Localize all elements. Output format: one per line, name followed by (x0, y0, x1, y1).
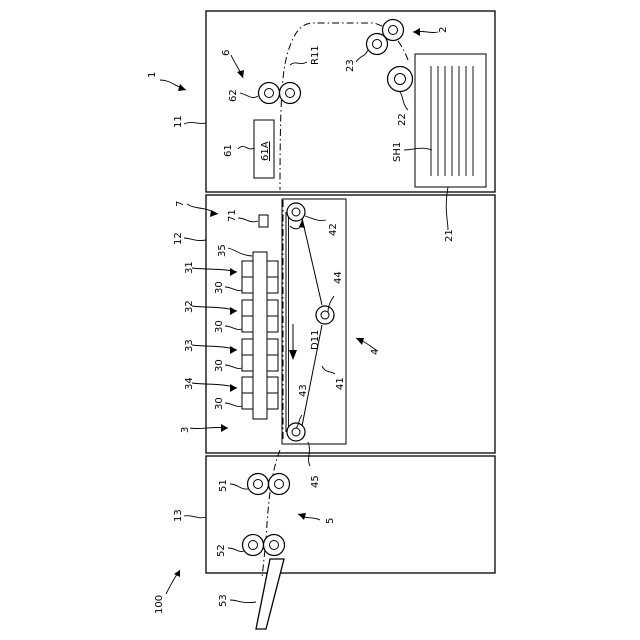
label-13: 13 (173, 509, 184, 522)
pickup-roller-22 (388, 67, 413, 92)
label-30d: 30 (214, 397, 225, 410)
label-71: 71 (227, 209, 238, 222)
label-2: 2 (438, 27, 449, 33)
drive-roller-42 (287, 203, 305, 221)
tension-roller-44 (316, 306, 334, 324)
label-21: 21 (444, 229, 455, 242)
label-45: 45 (310, 475, 321, 488)
label-4: 4 (370, 349, 381, 355)
label-33: 33 (184, 339, 195, 352)
label-62: 62 (228, 89, 239, 102)
label-23: 23 (345, 59, 356, 72)
label-31: 31 (184, 261, 195, 274)
label-35: 35 (217, 244, 228, 257)
label-30b: 30 (214, 320, 225, 333)
label-61a: 61A (260, 141, 271, 161)
label-12: 12 (173, 232, 184, 245)
label-52: 52 (216, 544, 227, 557)
label-sh1: SH1 (392, 142, 403, 162)
label-51: 51 (218, 479, 229, 492)
label-3: 3 (180, 427, 191, 433)
label-r11: R11 (310, 45, 321, 65)
label-100: 100 (154, 595, 165, 614)
label-11: 11 (173, 115, 184, 128)
label-61: 61 (223, 144, 234, 157)
label-32: 32 (184, 300, 195, 313)
label-41: 41 (335, 377, 346, 390)
label-d11: D11 (310, 330, 321, 350)
label-1: 1 (147, 72, 158, 78)
label-34: 34 (184, 377, 195, 390)
label-7: 7 (175, 201, 186, 207)
label-53: 53 (218, 594, 229, 607)
label-44: 44 (333, 271, 344, 284)
driven-roller-43 (287, 423, 305, 441)
label-22: 22 (397, 113, 408, 126)
label-30a: 30 (214, 281, 225, 294)
label-30c: 30 (214, 359, 225, 372)
label-5: 5 (325, 518, 336, 524)
label-43: 43 (298, 384, 309, 397)
label-6: 6 (221, 50, 232, 56)
label-42: 42 (328, 223, 339, 236)
